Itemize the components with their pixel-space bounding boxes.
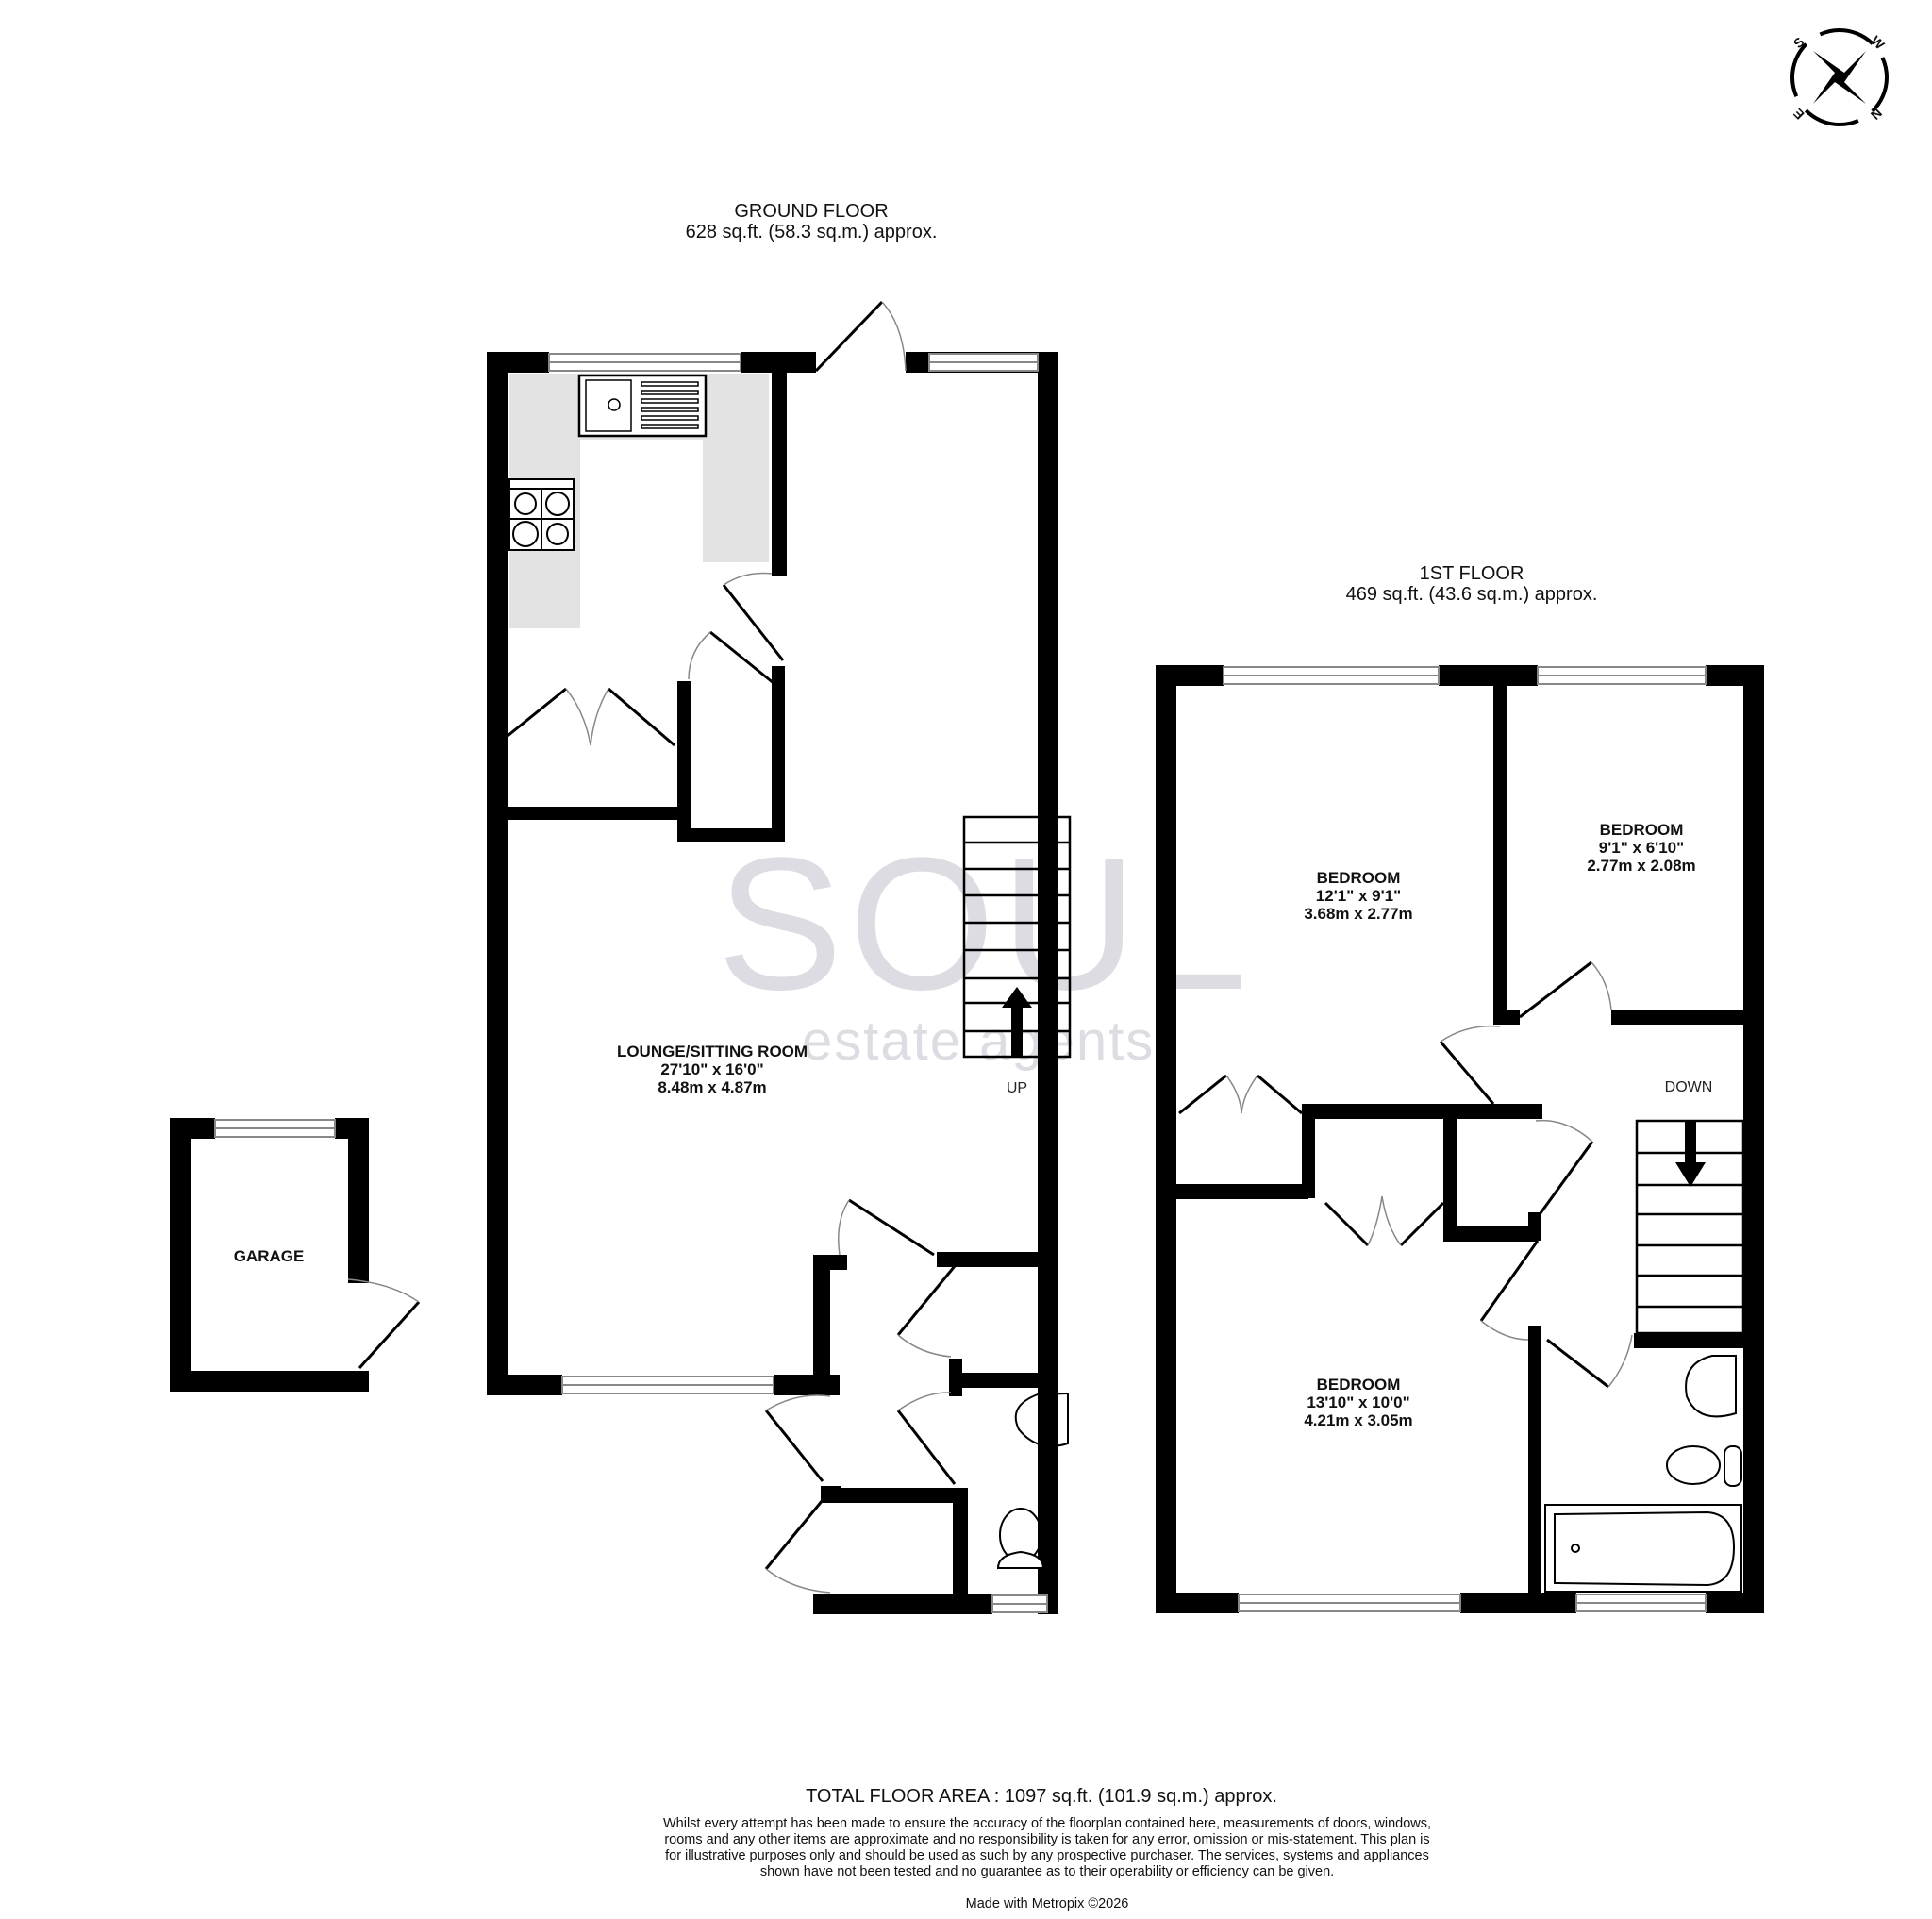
room-metric: 4.21m x 3.05m [1304,1411,1413,1429]
room-imperial: 12'1" x 9'1" [1315,887,1402,905]
room-name: BEDROOM [1316,1376,1401,1393]
metropix-credit: Made with Metropix ©2026 [965,1896,1129,1911]
watermark-tagline: estate agents [802,1010,1156,1072]
room-metric: 3.68m x 2.77m [1304,905,1413,923]
disclaimer-text: Whilst every attempt has been made to en… [662,1816,1432,1879]
room-imperial: 13'10" x 10'0" [1307,1393,1410,1411]
stairs-up-label: UP [1006,1080,1028,1096]
room-name: LOUNGE/SITTING ROOM [616,1043,808,1060]
room-bedroom-3-label: BEDROOM 13'10" x 10'0" 4.21m x 3.05m [1236,1376,1481,1429]
ground-floor-plan [487,300,1072,1614]
ground-floor-area: 628 sq.ft. (58.3 sq.m.) approx. [685,222,938,242]
room-bedroom-2-label: BEDROOM 9'1" x 6'10" 2.77m x 2.08m [1528,821,1755,875]
stairs-down-arrow-icon [1675,1121,1706,1187]
room-bedroom-1-label: BEDROOM 12'1" x 9'1" 3.68m x 2.77m [1236,869,1481,923]
total-floor-area: TOTAL FLOOR AREA : 1097 sq.ft. (101.9 sq… [806,1786,1277,1807]
room-lounge-label: LOUNGE/SITTING ROOM 27'10" x 16'0" 8.48m… [585,1043,840,1096]
room-name: BEDROOM [1599,821,1684,839]
room-metric: 2.77m x 2.08m [1587,857,1696,875]
first-floor-title: 1ST FLOOR [1419,563,1524,584]
room-garage-label: GARAGE [233,1247,305,1265]
garage-plan [170,1118,421,1392]
room-name: BEDROOM [1316,869,1401,887]
room-metric: 8.48m x 4.87m [658,1078,767,1096]
ground-floor-title: GROUND FLOOR [734,201,889,222]
room-imperial: 9'1" x 6'10" [1598,839,1685,857]
stairs-down-label: DOWN [1664,1079,1713,1095]
first-floor-plan [1156,665,1764,1613]
first-floor-area: 469 sq.ft. (43.6 sq.m.) approx. [1345,584,1598,605]
compass-icon [1790,28,1889,126]
room-imperial: 27'10" x 16'0" [660,1060,764,1078]
stairs-up-arrow-icon [1002,987,1032,1057]
